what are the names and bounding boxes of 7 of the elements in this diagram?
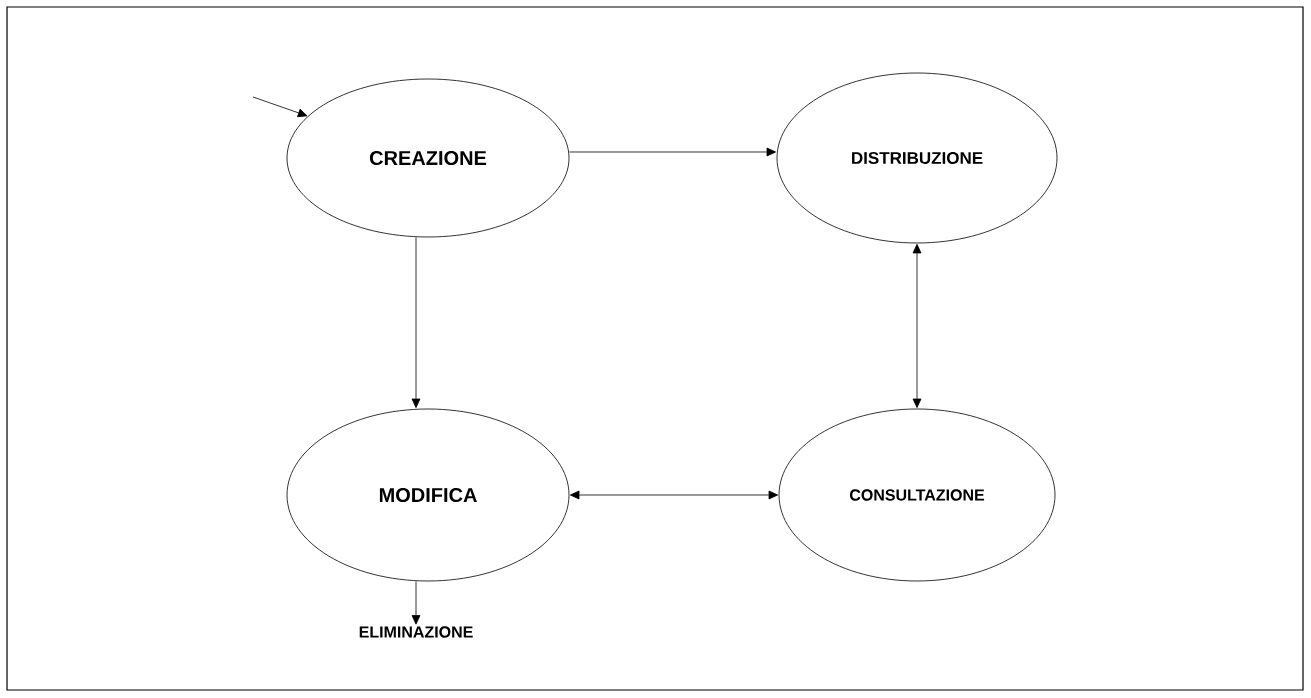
state-label: ELIMINAZIONE [359,626,473,638]
arrow [912,243,922,408]
arrow [411,237,421,408]
arrow [569,147,777,157]
arrow [411,581,421,625]
arrow [570,490,779,500]
arrow [252,96,308,118]
